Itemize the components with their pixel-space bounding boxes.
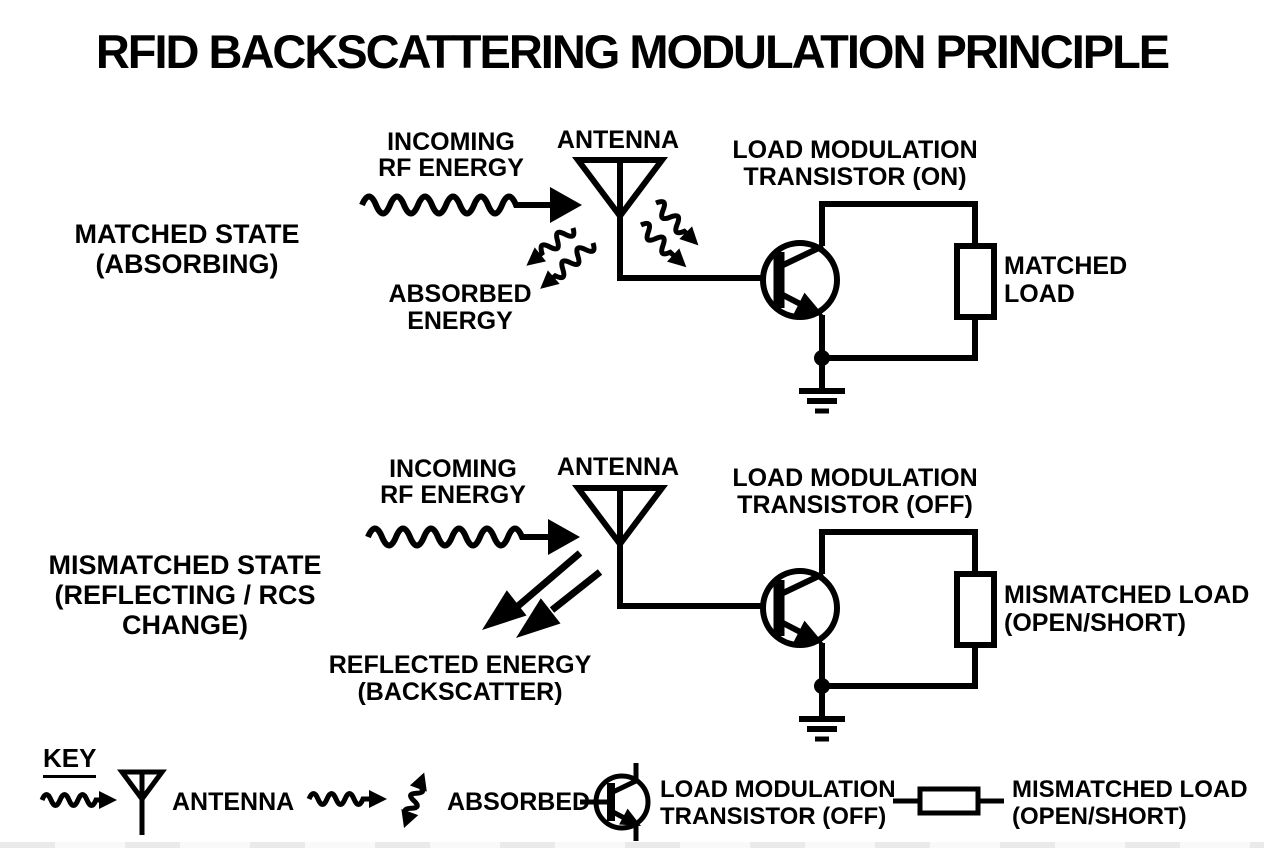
mismatched-load-label: MISMATCHED LOAD (OPEN/SHORT)	[1004, 581, 1249, 637]
matched-incoming-line2: RF ENERGY	[378, 154, 524, 182]
key-transistor-label: LOAD MODULATION TRANSISTOR (OFF)	[660, 776, 896, 830]
matched-load-line2: LOAD	[1004, 280, 1075, 308]
matched-state-label: MATCHED STATE (ABSORBING)	[37, 219, 337, 279]
mismatched-transistor-icon	[760, 568, 840, 648]
mismatched-reflected-line1: REFLECTED ENERGY	[328, 651, 592, 679]
key-load-resistor-icon	[893, 786, 1004, 816]
matched-antenna-label: ANTENNA	[556, 126, 680, 154]
mismatched-incoming-rf-wave-arrow	[365, 519, 580, 555]
key-load-line1: MISMATCHED LOAD	[1012, 776, 1248, 803]
key-antenna-wave-arrow	[39, 791, 117, 809]
key-absorbed-doublearrow-icon	[401, 772, 427, 828]
mismatched-antenna-icon	[572, 485, 775, 609]
matched-load-line1: MATCHED	[1004, 252, 1128, 280]
mismatched-transistor-label: LOAD MODULATION TRANSISTOR (OFF)	[730, 465, 980, 519]
mismatched-ground-icon	[799, 686, 845, 742]
mismatched-transistor-line2: TRANSISTOR (OFF)	[737, 491, 973, 519]
bottom-scan-artifact	[0, 842, 1264, 848]
matched-radiated-wave-arrows	[639, 199, 699, 268]
key-load-label: MISMATCHED LOAD (OPEN/SHORT)	[1012, 776, 1248, 830]
key-title-text: KEY	[43, 743, 97, 778]
key-load-line2: (OPEN/SHORT)	[1012, 803, 1187, 830]
matched-transistor-line1: LOAD MODULATION	[732, 136, 978, 164]
mismatched-state-label: MISMATCHED STATE (REFLECTING / RCS CHANG…	[25, 550, 345, 640]
key-antenna-label: ANTENNA	[172, 788, 295, 816]
matched-state-line2: (ABSORBING)	[95, 249, 279, 279]
matched-circuit-wires	[814, 201, 997, 366]
page-title: RFID BACKSCATTERING MODULATION PRINCIPLE	[95, 25, 1170, 78]
matched-incoming-line1: INCOMING	[387, 128, 515, 156]
mismatched-state-line1: MISMATCHED STATE	[48, 550, 322, 580]
matched-transistor-icon	[760, 240, 840, 320]
matched-state-line1: MATCHED STATE	[74, 219, 300, 249]
mismatched-transistor-line1: LOAD MODULATION	[732, 464, 978, 492]
matched-antenna-icon	[572, 157, 775, 281]
key-antenna-icon	[117, 769, 167, 835]
mismatched-incoming-line2: RF ENERGY	[380, 481, 526, 509]
mismatched-incoming-label: INCOMING RF ENERGY	[353, 456, 553, 508]
matched-ground-icon	[799, 358, 845, 414]
mismatched-antenna-label: ANTENNA	[556, 453, 680, 481]
matched-incoming-label: INCOMING RF ENERGY	[351, 129, 551, 181]
mismatched-reflected-arrows	[482, 550, 603, 638]
matched-absorbed-line2: ENERGY	[407, 307, 513, 335]
matched-transistor-label: LOAD MODULATION TRANSISTOR (ON)	[730, 137, 980, 191]
mismatched-circuit-wires	[814, 529, 997, 694]
mismatched-incoming-line1: INCOMING	[389, 455, 517, 483]
matched-load-label: MATCHED LOAD	[1004, 252, 1127, 308]
mismatched-load-line2: (OPEN/SHORT)	[1004, 609, 1186, 637]
key-title: KEY	[43, 743, 97, 778]
matched-incoming-rf-wave-arrow	[359, 187, 582, 223]
matched-absorbed-wave-arrows	[526, 227, 597, 289]
mismatched-state-line3: CHANGE)	[122, 610, 248, 640]
mismatched-state-line2: (REFLECTING / RCS	[54, 580, 316, 610]
mismatched-load-line1: MISMATCHED LOAD	[1004, 581, 1250, 609]
key-transistor-line2: TRANSISTOR (OFF)	[660, 803, 887, 830]
key-absorbed-label: ABSORBED	[447, 788, 591, 816]
key-transistor-icon	[580, 763, 651, 841]
matched-transistor-line2: TRANSISTOR (ON)	[743, 163, 967, 191]
matched-absorbed-label: ABSORBED ENERGY	[360, 281, 560, 335]
mismatched-reflected-line2: (BACKSCATTER)	[357, 678, 563, 706]
mismatched-reflected-label: REFLECTED ENERGY (BACKSCATTER)	[310, 652, 610, 706]
key-absorbed-wave-arrow	[306, 790, 387, 808]
mismatched-load-resistor-icon	[954, 571, 997, 648]
matched-absorbed-line1: ABSORBED	[388, 280, 532, 308]
matched-load-resistor-icon	[954, 243, 997, 320]
key-transistor-line1: LOAD MODULATION	[660, 776, 896, 803]
